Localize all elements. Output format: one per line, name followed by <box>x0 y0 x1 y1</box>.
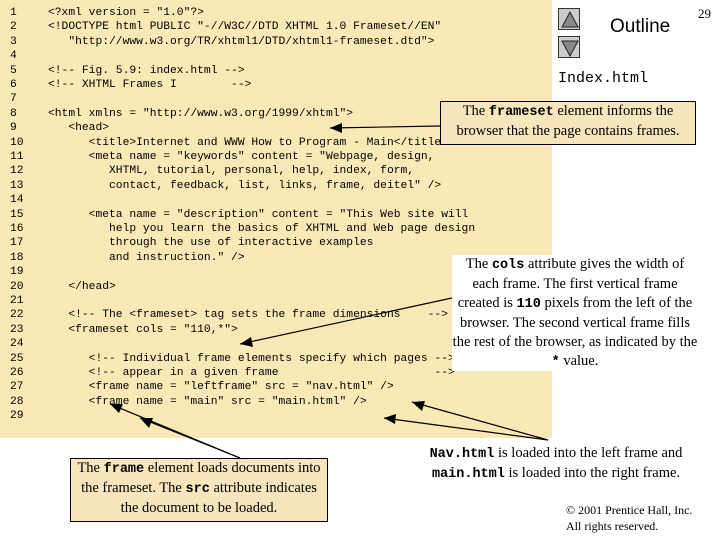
line-number: 23 <box>10 323 24 336</box>
nav-arrow-2 <box>383 417 549 441</box>
line-number: 24 <box>10 338 24 351</box>
code-text: <frameset cols = "110,*"> <box>48 323 238 336</box>
cols-arrow <box>239 297 453 345</box>
nav-arrowhead-1 <box>412 401 425 411</box>
previous-slide-button[interactable] <box>558 8 580 30</box>
cols-value: 110 <box>516 297 541 312</box>
code-text: <?xml version = "1.0"?> <box>48 7 204 19</box>
code-listing-panel: 1 <?xml version = "1.0"?> 2 <!DOCTYPE html … <box>0 0 552 438</box>
line-number: 7 <box>10 93 17 106</box>
copyright-line-2: All rights reserved. <box>566 519 659 533</box>
copyright-line-1: © 2001 Prentice Hall, Inc. <box>566 503 693 517</box>
code-text: <!-- Fig. 5.9: index.html --> <box>48 64 245 77</box>
line-number: 25 <box>10 352 24 365</box>
code-text: <!-- The <frameset> tag sets the frame d… <box>48 309 448 322</box>
line-number: 3 <box>10 35 17 48</box>
line-number: 21 <box>10 295 24 307</box>
copyright-notice: © 2001 Prentice Hall, Inc. All rights re… <box>566 502 692 534</box>
line-number: 18 <box>10 251 24 264</box>
code-text: help you learn the basics of XHTML and W… <box>48 223 476 235</box>
frameset-arrowhead <box>330 123 342 133</box>
frame-arrowhead-2 <box>110 404 123 413</box>
frame-arrow-2 <box>109 403 241 459</box>
cols-arrowhead <box>240 337 253 347</box>
code-text: XHTML, tutorial, personal, help, index, … <box>48 165 415 178</box>
frameset-term: frameset <box>488 105 554 120</box>
line-number: 5 <box>10 64 17 77</box>
line-number: 9 <box>10 122 17 135</box>
triangle-down-icon <box>561 40 579 58</box>
star-value: * <box>551 355 560 370</box>
code-text: <html xmlns = "http://www.w3.org/1999/xh… <box>48 107 354 120</box>
nav-callout: Nav.html is loaded into the left frame a… <box>412 444 700 484</box>
frame-callout: The frame element loads documents into t… <box>70 458 328 522</box>
code-text: "http://www.w3.org/TR/xhtml1/DTD/xhtml1-… <box>48 35 435 48</box>
file-name-label: Index.html <box>558 70 649 87</box>
code-text: </head> <box>48 280 116 293</box>
main-html-term: main.html <box>431 467 505 482</box>
code-text: and instruction." /> <box>48 251 245 264</box>
line-number: 6 <box>10 79 17 91</box>
next-slide-button[interactable] <box>558 36 580 58</box>
line-number: 22 <box>10 309 24 322</box>
code-text: <frame name = "leftframe" src = "nav.htm… <box>48 381 394 394</box>
code-text: <!-- appear in a given frame --> <box>48 367 455 379</box>
line-number: 28 <box>10 395 24 408</box>
line-number: 17 <box>10 237 24 250</box>
line-number: 12 <box>10 165 24 178</box>
line-number: 8 <box>10 107 17 120</box>
line-number: 13 <box>10 179 24 192</box>
code-text: <!-- Individual frame elements specify w… <box>48 352 455 365</box>
line-number: 19 <box>10 266 24 279</box>
code-text: <title>Internet and WWW How to Program -… <box>48 136 448 149</box>
line-number: 26 <box>10 367 24 379</box>
frameset-callout: The frameset element informs the browser… <box>440 101 696 145</box>
outline-title: Outline <box>610 16 671 37</box>
cols-callout: The cols attribute gives the width of ea… <box>452 255 698 371</box>
frameset-arrow <box>329 125 441 129</box>
line-number: 27 <box>10 381 24 394</box>
code-text: through the use of interactive examples <box>48 237 374 250</box>
code-text: <!DOCTYPE html PUBLIC "-//W3C//DTD XHTML… <box>48 21 442 34</box>
line-number: 16 <box>10 223 24 235</box>
cols-term: cols <box>491 258 525 273</box>
line-number: 11 <box>10 151 24 163</box>
frame-term: frame <box>103 462 145 477</box>
line-number: 20 <box>10 280 24 293</box>
line-number: 14 <box>10 194 24 207</box>
code-text: <meta name = "description" content = "Th… <box>48 208 469 221</box>
line-number: 15 <box>10 208 24 221</box>
line-number: 4 <box>10 50 17 63</box>
line-number: 1 <box>10 7 17 19</box>
src-term: src <box>185 482 210 497</box>
code-text: <!-- XHTML Frames I --> <box>48 79 252 91</box>
line-number: 2 <box>10 21 17 34</box>
code-text: contact, feedback, list, links, frame, d… <box>48 179 442 192</box>
triangle-up-icon <box>561 10 579 28</box>
nav-arrow-1 <box>411 401 549 441</box>
nav-arrowhead-2 <box>384 414 396 424</box>
code-text: <meta name = "keywords" content = "Webpa… <box>48 151 435 163</box>
nav-html-term: Nav.html <box>429 447 495 462</box>
page-number: 29 <box>698 6 711 21</box>
code-text: <head> <box>48 122 110 135</box>
line-number: 10 <box>10 136 24 149</box>
line-number: 29 <box>10 410 24 423</box>
